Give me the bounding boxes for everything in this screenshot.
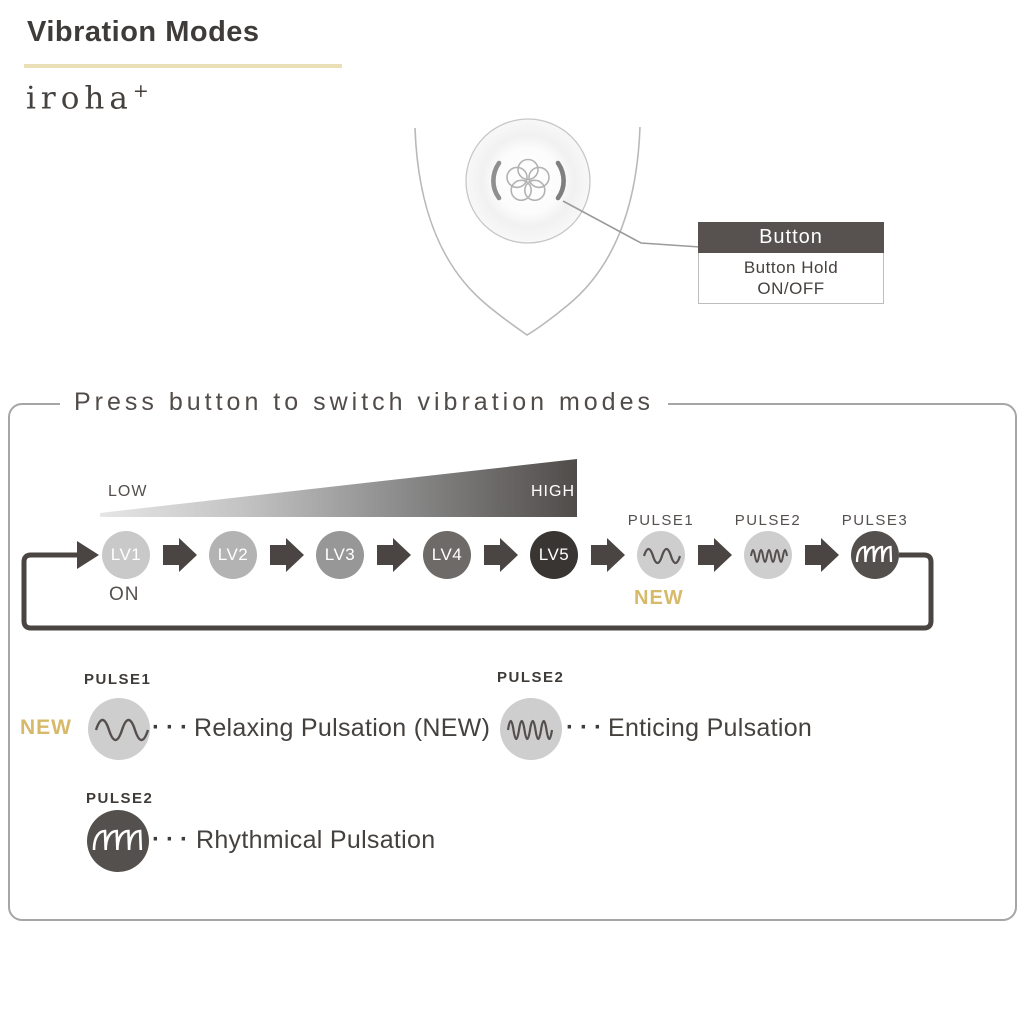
legend1-description: Relaxing Pulsation (NEW) — [194, 714, 491, 742]
right-paren-mark-icon — [555, 160, 566, 201]
button-callout-header: Button — [698, 222, 884, 253]
level-circle-lv2: LV2 — [209, 531, 257, 579]
callout-leader-line — [562, 200, 701, 248]
button-callout-body: Button Hold ON/OFF — [698, 253, 884, 304]
legend1-dots: ··· — [152, 714, 194, 741]
legend1-label: PULSE1 — [84, 671, 152, 688]
arrow-right-icon — [591, 538, 625, 572]
pulse2-circle — [744, 531, 792, 579]
brand-logo: iroha+ — [26, 80, 149, 116]
lv4-label: LV4 — [431, 545, 463, 564]
pulse2-row-label: PULSE2 — [734, 512, 802, 529]
page-title: Vibration Modes — [27, 16, 260, 48]
arrow-right-icon — [377, 538, 411, 572]
arrow-right-icon — [163, 538, 197, 572]
legend2-description: Enticing Pulsation — [608, 714, 813, 742]
pulse3-circle — [851, 531, 899, 579]
arrow-right-icon — [698, 538, 732, 572]
legend1-circle — [88, 698, 150, 760]
onoff-text: ON/OFF — [757, 279, 825, 298]
lv2-label: LV2 — [217, 545, 249, 564]
lv1-label: LV1 — [110, 545, 142, 564]
legend3-dots: ··· — [152, 826, 194, 853]
level-circle-lv4: LV4 — [423, 531, 471, 579]
level-circle-lv3: LV3 — [316, 531, 364, 579]
sine-wave-icon — [642, 547, 682, 565]
loop-path — [21, 552, 934, 631]
flower-icon — [506, 158, 550, 202]
legend1-new-badge: NEW — [20, 716, 72, 739]
legend3-label: PULSE2 — [86, 790, 154, 807]
pulse3-row-label: PULSE3 — [841, 512, 909, 529]
lv5-label: LV5 — [538, 545, 570, 564]
arrow-right-icon — [270, 538, 304, 572]
device-button — [465, 118, 591, 244]
step-arrows — [163, 538, 839, 572]
level-circle-lv5: LV5 — [530, 531, 578, 579]
arrow-right-icon — [484, 538, 518, 572]
dense-wave-icon — [506, 719, 554, 741]
cycle-loop — [21, 538, 934, 631]
legend3-circle — [87, 810, 149, 872]
pulse1-circle — [637, 531, 685, 579]
low-label: LOW — [108, 483, 148, 500]
saw-wave-icon — [855, 545, 893, 563]
brand-text: iroha — [26, 80, 133, 117]
button-hold-text: Button Hold — [743, 258, 839, 277]
button-callout-title: Button — [759, 226, 823, 248]
brand-plus: + — [132, 80, 149, 102]
loop-arrowhead-icon — [77, 541, 99, 569]
legend2-dots: ··· — [566, 714, 608, 741]
pulse1-row-label: PULSE1 — [627, 512, 695, 529]
level-circle-lv1: LV1 — [102, 531, 150, 579]
panel-title: Press button to switch vibration modes — [60, 388, 668, 417]
on-label: ON — [109, 584, 140, 605]
legend2-label: PULSE2 — [497, 669, 565, 686]
arrow-right-icon — [805, 538, 839, 572]
lv3-label: LV3 — [324, 545, 356, 564]
title-underline — [24, 64, 342, 68]
new-badge-row: NEW — [634, 587, 684, 609]
device-illustration — [414, 118, 701, 336]
sine-wave-icon — [94, 718, 150, 742]
dense-wave-icon — [750, 549, 788, 563]
legend3-description: Rhythmical Pulsation — [196, 826, 436, 854]
device-outline — [414, 126, 641, 336]
legend2-circle — [500, 698, 562, 760]
high-label: HIGH — [531, 483, 575, 500]
saw-wave-icon — [92, 829, 143, 851]
left-paren-mark-icon — [491, 160, 502, 201]
